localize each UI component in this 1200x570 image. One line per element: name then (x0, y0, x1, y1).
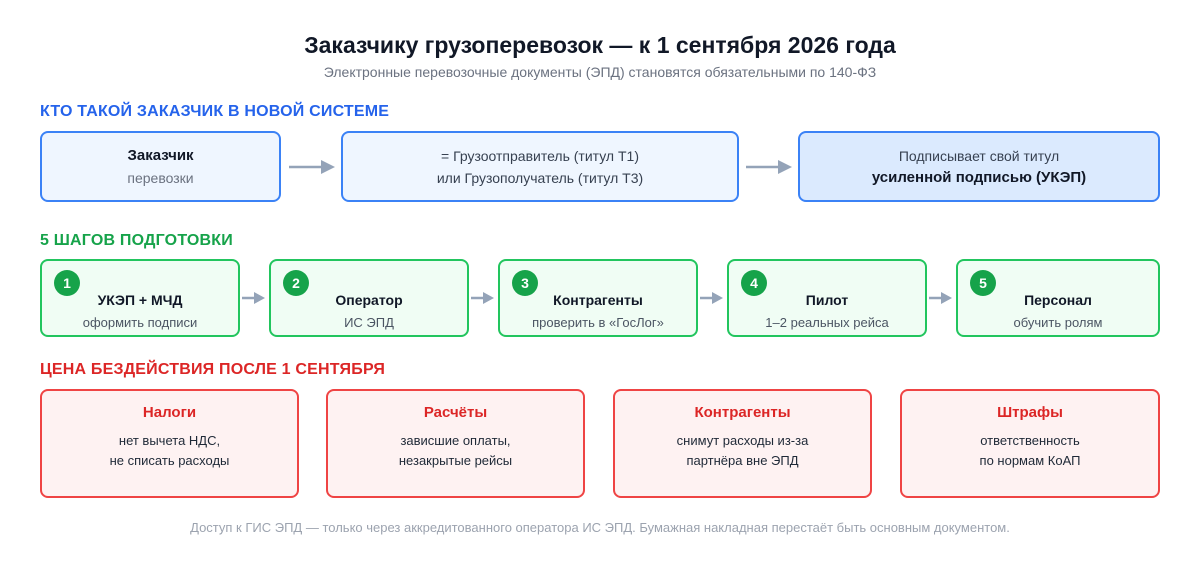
step-card-2: 2 Оператор ИС ЭПД (269, 259, 469, 337)
cost-card-line2: по нормам КоАП (979, 453, 1081, 468)
cost-card-title: Штрафы (997, 404, 1063, 421)
arrow-right-icon (242, 292, 265, 304)
step-number-badge: 2 (283, 270, 309, 296)
arrow-right-icon (746, 160, 792, 174)
cost-card-line1: зависшие оплаты, (400, 433, 511, 448)
step-card-3: 3 Контрагенты проверить в «ГосЛог» (498, 259, 698, 337)
cost-card-line2: незакрытые рейсы (398, 453, 513, 468)
step-card-1: 1 УКЭП + МЧД оформить подписи (40, 259, 240, 337)
who-box-signature-line1: Подписывает свой титул (898, 147, 1060, 164)
cost-card-fines: Штрафы ответственность по нормам КоАП (900, 389, 1160, 498)
step-sub: 1–2 реальных рейса (765, 315, 889, 330)
who-box-roles-line2: или Грузополучатель (титул Т3) (436, 169, 644, 186)
step-title: Персонал (1024, 292, 1092, 308)
who-box-customer: Заказчик перевозки (40, 131, 281, 202)
step-title: УКЭП + МЧД (97, 292, 183, 308)
step-sub: обучить ролям (1013, 315, 1103, 330)
who-box-customer-sub: перевозки (127, 169, 194, 186)
cost-card-line1: снимут расходы из-за (676, 433, 809, 448)
page-subtitle: Электронные перевозочные документы (ЭПД)… (323, 64, 877, 80)
step-card-4: 4 Пилот 1–2 реальных рейса (727, 259, 927, 337)
cost-card-counterparties: Контрагенты снимут расходы из-за партнёр… (613, 389, 872, 498)
step-title: Пилот (805, 292, 849, 308)
arrow-right-icon (289, 160, 335, 174)
who-box-signature-line2: усиленной подписью (УКЭП) (871, 168, 1087, 186)
step-sub: оформить подписи (82, 315, 198, 330)
step-number-badge: 4 (741, 270, 767, 296)
who-box-roles: = Грузоотправитель (титул Т1) или Грузоп… (341, 131, 739, 202)
cost-card-title: Расчёты (423, 404, 488, 421)
cost-card-title: Налоги (142, 404, 197, 421)
step-card-5: 5 Персонал обучить ролям (956, 259, 1160, 337)
cost-card-line1: ответственность (980, 433, 1080, 448)
who-box-roles-line1: = Грузоотправитель (титул Т1) (441, 147, 639, 164)
arrow-right-icon (471, 292, 494, 304)
section-steps-heading: 5 ШАГОВ ПОДГОТОВКИ (40, 232, 233, 249)
step-number-badge: 1 (54, 270, 80, 296)
cost-card-line2: партнёра вне ЭПД (686, 453, 799, 468)
step-number-badge: 3 (512, 270, 538, 296)
step-sub: ИС ЭПД (344, 315, 394, 330)
cost-card-taxes: Налоги нет вычета НДС, не списать расход… (40, 389, 299, 498)
who-box-signature: Подписывает свой титул усиленной подпись… (798, 131, 1160, 202)
step-title: Оператор (335, 292, 403, 308)
step-sub: проверить в «ГосЛог» (532, 315, 664, 330)
arrow-right-icon (700, 292, 723, 304)
section-cost-heading: ЦЕНА БЕЗДЕЙСТВИЯ ПОСЛЕ 1 СЕНТЯБРЯ (40, 361, 386, 378)
cost-card-payments: Расчёты зависшие оплаты, незакрытые рейс… (326, 389, 585, 498)
cost-card-line2: не списать расходы (109, 453, 230, 468)
step-number-badge: 5 (970, 270, 996, 296)
cost-card-line1: нет вычета НДС, (118, 433, 221, 448)
step-title: Контрагенты (553, 292, 643, 308)
page-title: Заказчику грузоперевозок — к 1 сентября … (304, 32, 896, 58)
who-box-customer-title: Заказчик (127, 146, 194, 164)
cost-card-title: Контрагенты (694, 404, 791, 421)
footer-note: Доступ к ГИС ЭПД — только через аккредит… (190, 520, 1010, 535)
arrow-right-icon (929, 292, 952, 304)
section-who-heading: КТО ТАКОЙ ЗАКАЗЧИК В НОВОЙ СИСТЕМЕ (40, 103, 390, 120)
